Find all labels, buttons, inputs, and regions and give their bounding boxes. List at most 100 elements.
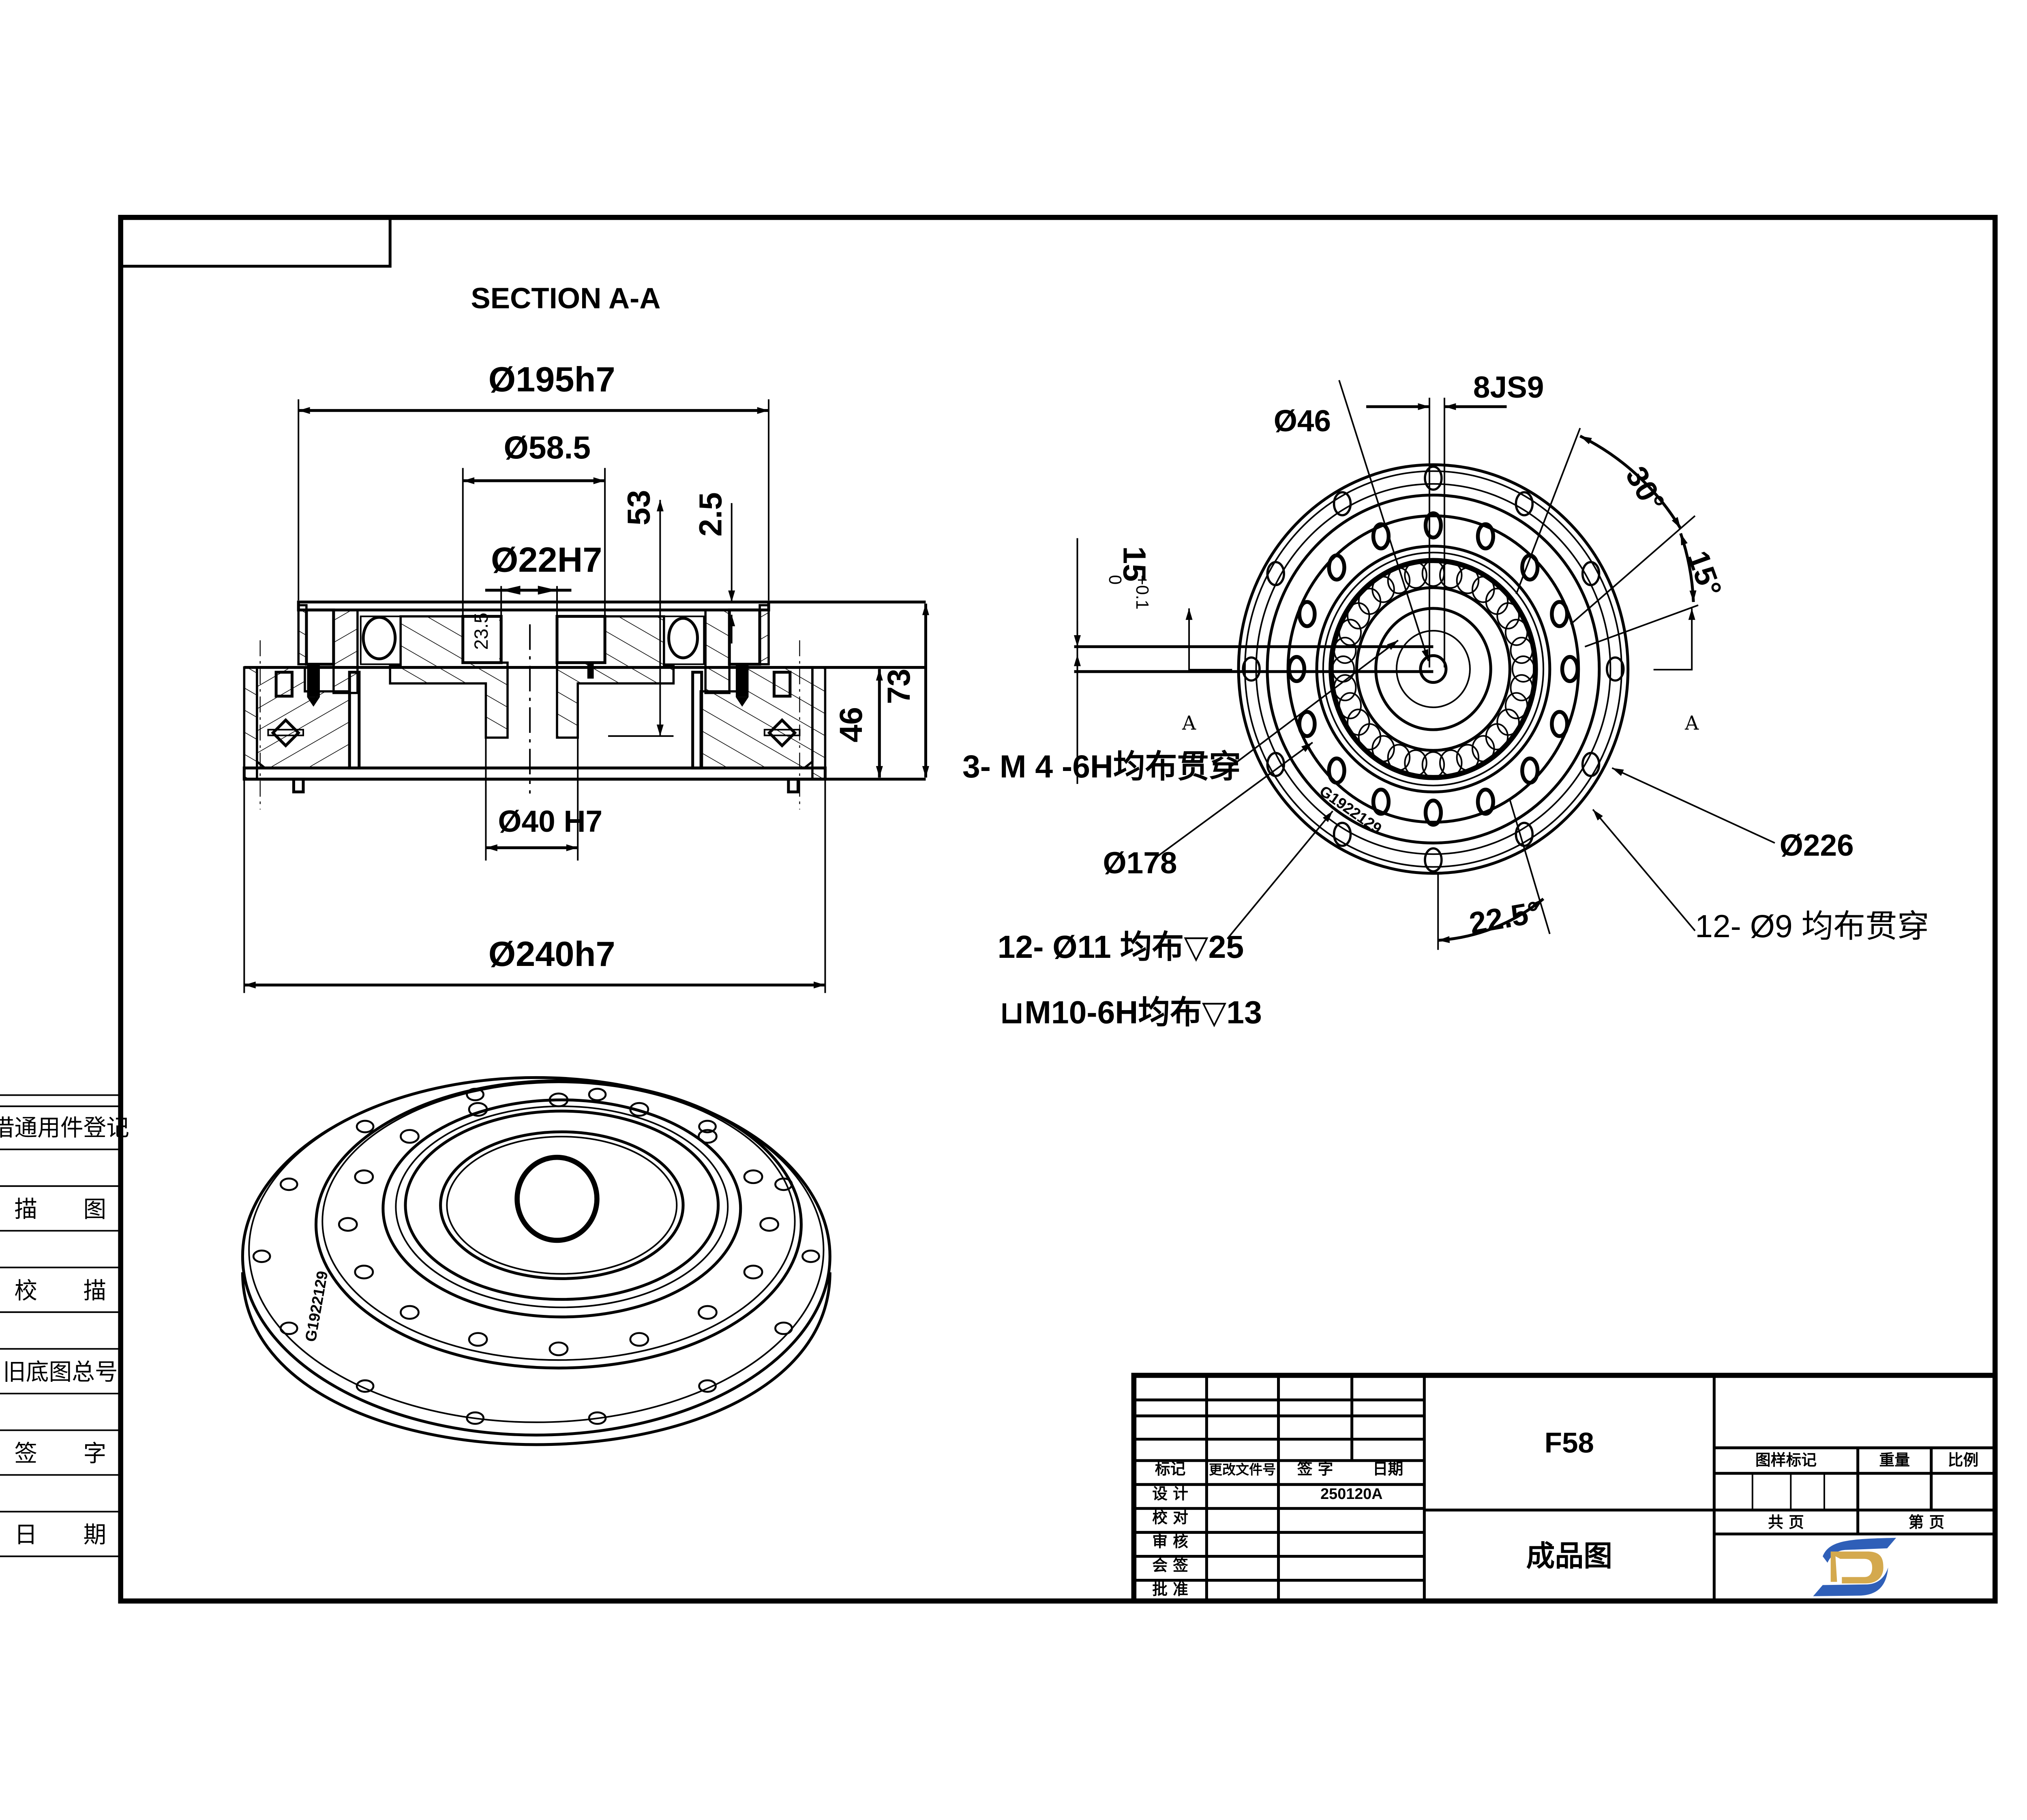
outer-mount-holes bbox=[1242, 465, 1625, 873]
callout-m10: ⊔M10-6H均布▽13 bbox=[999, 995, 1262, 1030]
isometric-view: G1922129 bbox=[241, 1076, 831, 1446]
dim-d58-5: Ø58.5 bbox=[504, 430, 591, 465]
roller-icon bbox=[1504, 692, 1528, 719]
dim-d22: Ø22H7 bbox=[491, 540, 602, 579]
hole-9-icon bbox=[1581, 561, 1601, 587]
hole-11-icon bbox=[1287, 655, 1307, 683]
dim-h23-5: 23.5 bbox=[471, 612, 492, 650]
roller-icon bbox=[1485, 588, 1509, 615]
roller-icon bbox=[1358, 588, 1382, 615]
roller-icon bbox=[1338, 619, 1362, 646]
roller-icon bbox=[1504, 619, 1528, 646]
side-label-signature: 签 字 bbox=[14, 1440, 106, 1467]
side-label-date: 日 期 bbox=[14, 1522, 106, 1548]
roller-icon bbox=[1456, 744, 1480, 771]
hole-11-icon bbox=[1476, 522, 1496, 550]
header-date: 日期 bbox=[1373, 1460, 1403, 1478]
hole-11-icon bbox=[1327, 756, 1346, 785]
top-left-code-box bbox=[119, 216, 392, 268]
roller-icon bbox=[1496, 602, 1520, 630]
dim-angle-30: 30° bbox=[1619, 460, 1671, 517]
iso-outer-hole-icon bbox=[466, 1411, 484, 1425]
hole-11-icon bbox=[1423, 799, 1443, 827]
header-signature: 签 字 bbox=[1297, 1460, 1333, 1478]
header-change-doc: 更改文件号 bbox=[1209, 1462, 1276, 1477]
header-mark: 标记 bbox=[1155, 1460, 1186, 1478]
iso-hole-icon bbox=[698, 1305, 718, 1320]
dim-keyway-tol-upper: +0.1 bbox=[1132, 575, 1152, 609]
side-label-check-trace: 校 描 bbox=[14, 1277, 106, 1304]
iso-hole-icon bbox=[759, 1217, 780, 1232]
section-mark-right: A bbox=[1684, 712, 1699, 734]
section-mark-left: A bbox=[1182, 712, 1196, 734]
iso-mount-holes bbox=[252, 1088, 820, 1425]
hole-11-icon bbox=[1560, 655, 1580, 683]
side-label-borrow-register: 借通用件登记 bbox=[0, 1115, 129, 1141]
dim-d226: Ø226 bbox=[1780, 828, 1854, 862]
iso-hole-icon bbox=[468, 1102, 488, 1117]
hole-11-icon bbox=[1520, 756, 1540, 785]
roller-icon bbox=[1510, 674, 1533, 702]
callout-holes-9: 12- Ø9 均布贯穿 bbox=[1695, 908, 1929, 944]
dim-h53: 53 bbox=[621, 490, 656, 526]
iso-hole-icon bbox=[549, 1092, 569, 1107]
hole-11-icon bbox=[1327, 553, 1346, 582]
hole-11-icon bbox=[1371, 788, 1391, 816]
dim-d240: Ø240h7 bbox=[489, 935, 615, 974]
iso-hole-icon bbox=[743, 1169, 763, 1184]
dim-d46: Ø46 bbox=[1274, 404, 1331, 438]
hole-11-icon bbox=[1520, 553, 1540, 582]
hole-9-icon bbox=[1266, 752, 1285, 777]
dim-key-width: 8JS9 bbox=[1473, 370, 1544, 404]
hole-9-icon bbox=[1333, 822, 1352, 847]
iso-outer-hole-icon bbox=[774, 1321, 793, 1335]
iso-hole-icon bbox=[354, 1264, 374, 1280]
iso-outer-hole-icon bbox=[588, 1411, 607, 1425]
iso-outer-hole-icon bbox=[698, 1120, 717, 1133]
iso-hole-icon bbox=[743, 1264, 763, 1280]
iso-outer-hole-icon bbox=[801, 1249, 820, 1263]
hole-9-icon bbox=[1242, 656, 1261, 682]
roller-icon bbox=[1421, 751, 1445, 779]
dim-d195: Ø195h7 bbox=[489, 360, 615, 399]
row-value-design: 250120A bbox=[1320, 1486, 1382, 1503]
roller-icon bbox=[1338, 692, 1362, 719]
drawing-mark-label: 图样标记 bbox=[1755, 1451, 1817, 1469]
hole-11-icon bbox=[1550, 710, 1569, 738]
scale-label: 比例 bbox=[1948, 1451, 1979, 1469]
iso-outer-hole-icon bbox=[356, 1379, 375, 1393]
iso-outer-hole-icon bbox=[774, 1178, 793, 1191]
hole-9-icon bbox=[1266, 561, 1285, 587]
iso-hole-icon bbox=[338, 1217, 358, 1232]
hole-9-icon bbox=[1581, 752, 1601, 777]
hole-9-icon bbox=[1515, 491, 1534, 516]
hole-9-icon bbox=[1333, 491, 1352, 516]
callout-holes-11: 12- Ø11 均布▽25 bbox=[998, 929, 1244, 965]
iso-hole-icon bbox=[354, 1169, 374, 1184]
roller-icon bbox=[1347, 709, 1370, 736]
iso-hole-icon bbox=[468, 1332, 488, 1347]
roller-icon bbox=[1387, 744, 1411, 771]
sheet-frame bbox=[118, 215, 1998, 1604]
iso-outer-hole-icon bbox=[252, 1249, 271, 1263]
roller-icon bbox=[1439, 561, 1463, 589]
iso-hole-icon bbox=[629, 1332, 649, 1347]
drawing-name: 成品图 bbox=[1526, 1539, 1613, 1573]
roller-icon bbox=[1472, 735, 1495, 762]
dim-angle-22-5: 22.5° bbox=[1467, 895, 1543, 940]
roller-icon bbox=[1485, 723, 1509, 751]
iso-outer-hole-icon bbox=[698, 1379, 717, 1393]
side-strip: 借通用件登记 描 图 校 描 旧底图总号 签 字 日 期 bbox=[0, 1094, 129, 1557]
roller-icon bbox=[1456, 567, 1480, 594]
iso-outer-hole-icon bbox=[356, 1120, 375, 1133]
border-frame bbox=[118, 215, 1998, 1604]
iso-hole-icon bbox=[400, 1129, 420, 1144]
hole-11-icon bbox=[1297, 710, 1317, 738]
roller-icon bbox=[1371, 576, 1395, 603]
iso-hole-icon bbox=[549, 1341, 569, 1356]
page-number-label: 第 页 bbox=[1909, 1514, 1945, 1531]
hole-11-icon bbox=[1550, 600, 1569, 628]
hole-9-icon bbox=[1424, 847, 1443, 873]
callout-m4: 3- M 4 -6H均布贯穿 bbox=[962, 749, 1241, 784]
